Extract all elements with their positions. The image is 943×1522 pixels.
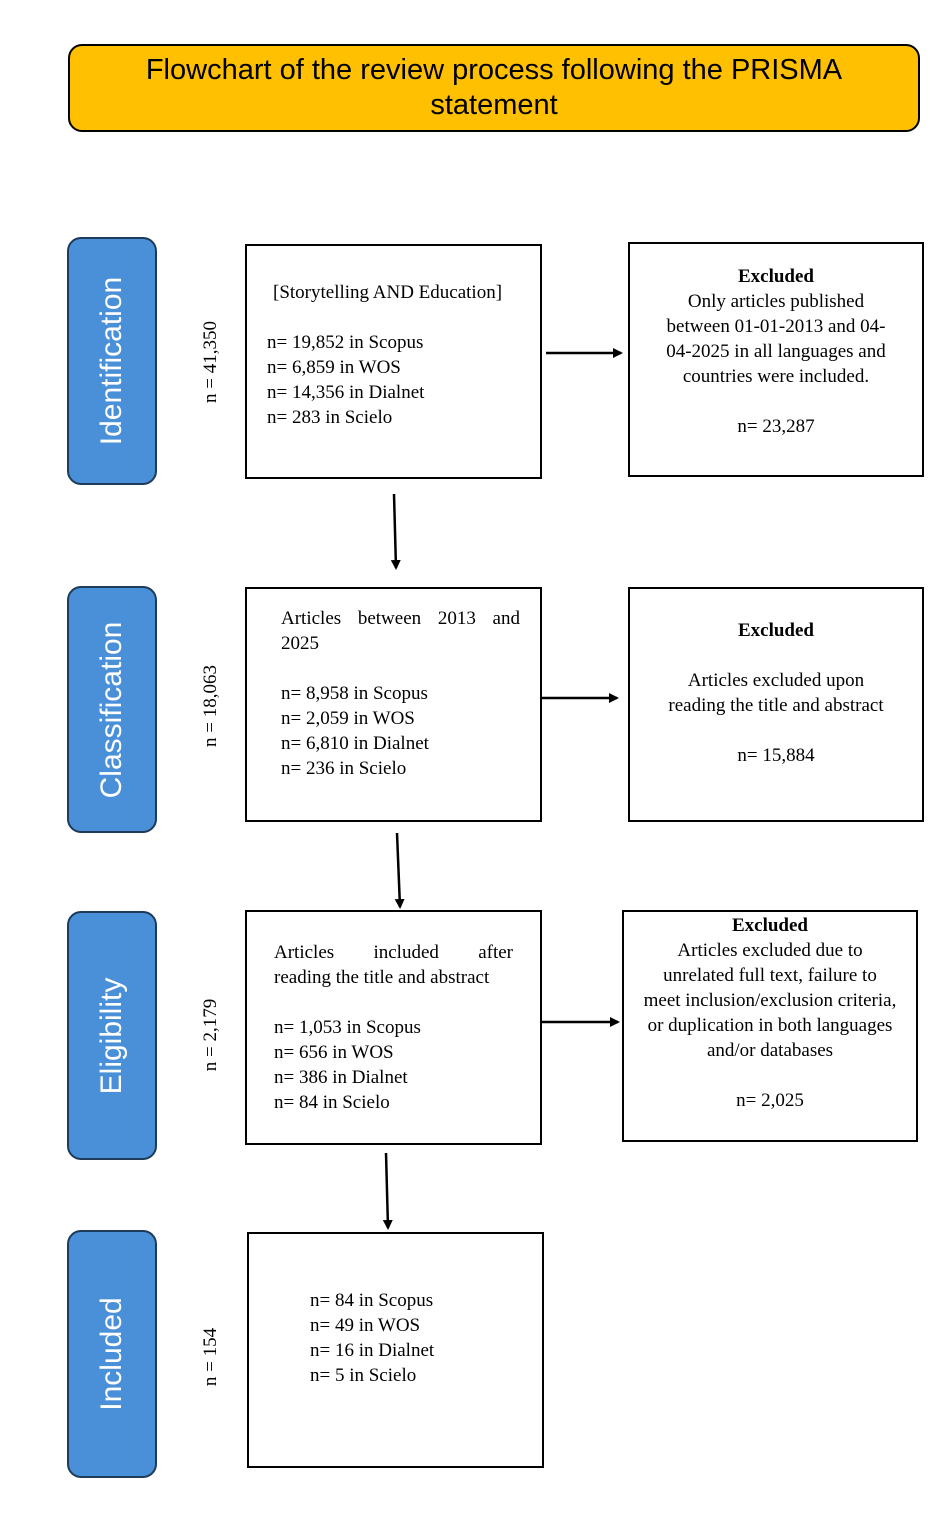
count-line: n= 386 in Dialnet (274, 1067, 408, 1088)
count-line: n= 84 in Scopus (310, 1290, 434, 1311)
stage-included: Included (67, 1230, 157, 1478)
count-line: n= 16 in Dialnet (310, 1340, 435, 1361)
stage-identification: Identification (67, 237, 157, 485)
included-records-box: n= 84 in Scopus n= 49 in WOS n= 16 in Di… (247, 1232, 544, 1468)
count-line: n= 236 in Scielo (281, 758, 407, 779)
excluded-count: n= 2,025 (736, 1090, 804, 1111)
stage-eligibility: Eligibility (67, 911, 157, 1160)
count-line: n= 283 in Scielo (267, 407, 393, 428)
eligibility-excluded-box: Excluded Articles excluded due to unrela… (622, 910, 918, 1142)
count-line: n= 656 in WOS (274, 1042, 394, 1063)
count-line: n= 5 in Scielo (310, 1365, 417, 1386)
count-line: n= 19,852 in Scopus (267, 332, 424, 353)
search-query: [Storytelling AND Education] (273, 282, 503, 303)
excluded-heading: Excluded (731, 915, 809, 936)
count-line: n= 84 in Scielo (274, 1092, 390, 1113)
eligibility-records-box: Articles included after reading the titl… (245, 910, 542, 1145)
excluded-count: n= 23,287 (737, 416, 815, 437)
excluded-heading: Excluded (737, 620, 815, 641)
identification-excluded-box: Excluded Only articles published between… (628, 242, 924, 477)
excluded-heading: Excluded (737, 266, 815, 287)
stage-classification: Classification (67, 586, 157, 833)
classification-records-box: Articles between 2013 and 2025 n= 8,958 … (245, 587, 542, 822)
count-line: n= 6,859 in WOS (267, 357, 401, 378)
page-title: Flowchart of the review process followin… (68, 44, 920, 132)
arrow-eligibility-to-included (382, 1152, 393, 1230)
arrow-identification-to-classification (390, 493, 401, 570)
count-line: n= 6,810 in Dialnet (281, 733, 429, 754)
count-line: n= 1,053 in Scopus (274, 1017, 421, 1038)
count-line: n= 14,356 in Dialnet (267, 382, 425, 403)
classification-excluded-box: Excluded Articles excluded upon reading … (628, 587, 924, 822)
arrow-classification-to-eligibility (394, 832, 405, 909)
count-line: n= 8,958 in Scopus (281, 683, 428, 704)
excluded-count: n= 15,884 (737, 745, 815, 766)
count-line: n= 2,059 in WOS (281, 708, 415, 729)
identification-records-box: [Storytelling AND Education] n= 19,852 i… (245, 244, 542, 479)
count-line: n= 49 in WOS (310, 1315, 421, 1336)
